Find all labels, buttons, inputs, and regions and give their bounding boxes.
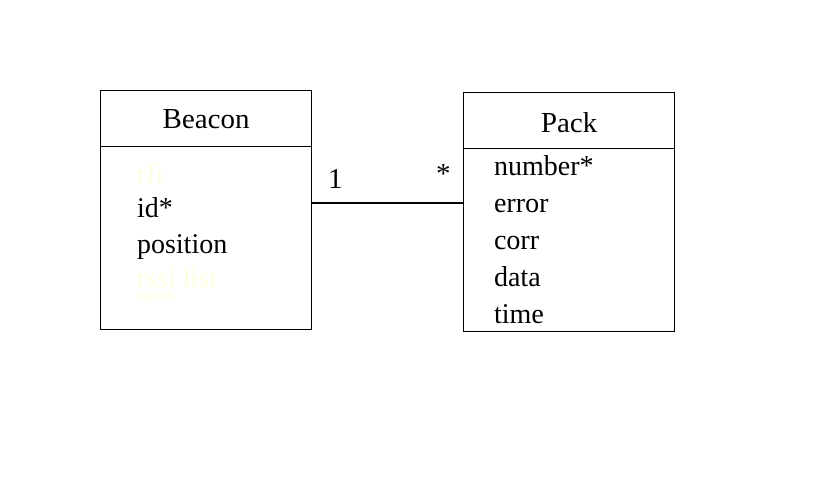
class-pack: Pack number* error corr data time — [463, 92, 675, 332]
beacon-attribute: signals — [137, 288, 176, 303]
beacon-attribute: rfi — [137, 159, 164, 190]
pack-attribute-time: time — [494, 299, 544, 330]
pack-attribute-error: error — [494, 188, 549, 219]
beacon-attribute-id: id* — [137, 193, 173, 224]
multiplicity-beacon: 1 — [328, 163, 343, 195]
class-beacon: Beacon rfi id* position rssi list signal… — [100, 90, 312, 330]
pack-attribute-number: number* — [494, 151, 594, 182]
multiplicity-pack: * — [436, 158, 451, 190]
class-beacon-title: Beacon — [101, 91, 311, 147]
pack-attribute-corr: corr — [494, 225, 540, 256]
class-pack-title: Pack — [464, 93, 674, 149]
pack-attribute-data: data — [494, 262, 541, 293]
association-line — [312, 202, 463, 204]
beacon-attribute: rssi list — [137, 263, 218, 294]
beacon-attribute-position: position — [137, 229, 228, 260]
